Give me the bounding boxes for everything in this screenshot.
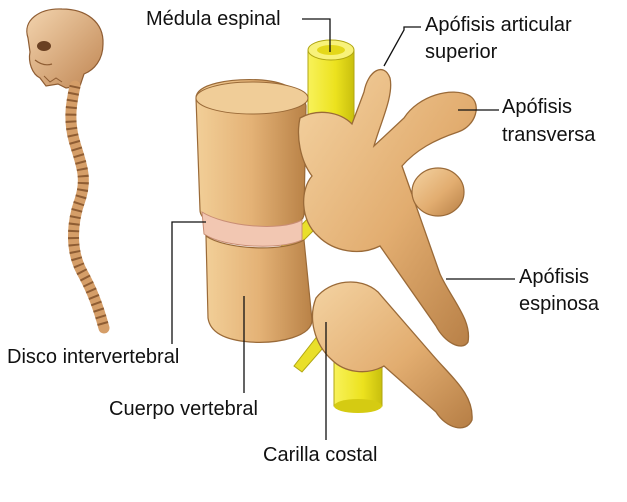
leader-apofisis-articular (383, 26, 421, 67)
label-apofisis-articular-superior-line1: Apófisis articular (425, 14, 572, 36)
label-disco-intervertebral: Disco intervertebral (7, 346, 180, 368)
label-carilla-costal: Carilla costal (263, 444, 378, 466)
label-apofisis-espinosa-line2: espinosa (519, 293, 600, 315)
skull-and-spine-icon (26, 8, 110, 334)
label-apofisis-transversa-line1: Apófisis (502, 96, 573, 118)
upper-posterior-arch (297, 68, 477, 347)
intervertebral-disc-shape (201, 211, 303, 247)
label-cuerpo-vertebral: Cuerpo vertebral (109, 398, 258, 420)
transverse-process-knob (411, 167, 465, 217)
upper-vertebral-body (195, 79, 309, 231)
lower-vertebral-body (205, 234, 313, 343)
label-apofisis-articular-superior-line2: superior (425, 41, 498, 63)
lower-posterior-arch (311, 281, 473, 429)
leader-medula-espinal (302, 18, 331, 52)
label-apofisis-espinosa-line1: Apófisis (519, 266, 590, 288)
label-medula-espinal: Médula espinal (146, 8, 281, 30)
leader-disco-intervertebral (171, 221, 206, 344)
label-apofisis-transversa-line2: transversa (502, 124, 596, 146)
leader-lines (171, 18, 515, 440)
